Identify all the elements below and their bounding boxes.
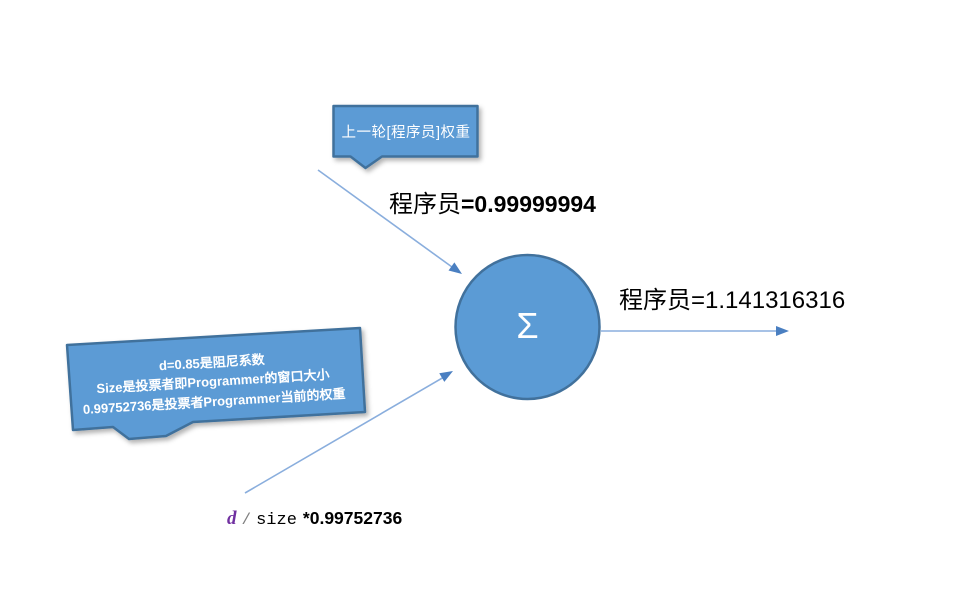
sum-node-circle (454, 253, 601, 401)
arrow-input-top (317, 169, 462, 274)
note-callout-label: d=0.85是阻尼系数 Size是投票者即Programmer的窗口大小 0.9… (60, 330, 367, 434)
output-weight-name: 程序员 (619, 288, 691, 314)
top-callout-shape (332, 104, 479, 170)
input-weight-name: 程序员 (389, 192, 461, 218)
formula-size: size (256, 511, 297, 530)
formula-d: d (227, 508, 237, 529)
arrow-output (601, 326, 789, 336)
note-callout-shape (65, 326, 367, 441)
output-weight-value: =1.141316316 (691, 287, 846, 314)
input-weight-label: 程序员=0.99999994 (389, 184, 596, 219)
output-weight-label: 程序员=1.141316316 (619, 280, 845, 315)
arrow-input-bottom (244, 371, 453, 494)
formula-factor: *0.99752736 (302, 508, 403, 528)
top-callout-label: 上一轮[程序员]权重 (341, 124, 471, 141)
formula-label: d/size *0.99752736 (227, 508, 402, 530)
formula-slash: / (241, 511, 252, 529)
sum-symbol: Σ (516, 305, 539, 346)
input-weight-value: =0.99999994 (461, 191, 596, 217)
